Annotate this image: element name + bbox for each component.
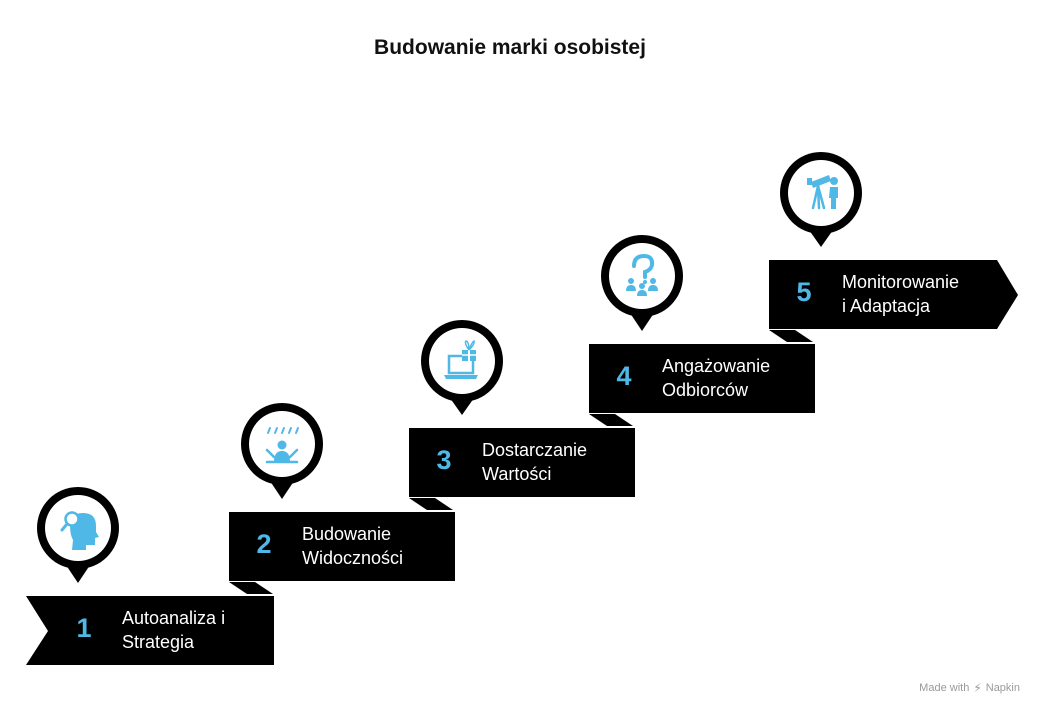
step-label-1: Autoanaliza i Strategia [122, 608, 226, 652]
napkin-logo-icon: ⚡ [973, 681, 982, 695]
step-connectors [229, 330, 813, 594]
step-number-5: 5 [796, 277, 812, 307]
laptop-gift-icon [444, 339, 478, 379]
pin-4 [601, 235, 683, 331]
step-number-2: 2 [256, 529, 272, 559]
brand-name: Napkin [985, 682, 1020, 694]
step-box-4 [589, 344, 815, 413]
telescope-person-icon [807, 175, 838, 210]
pin-3 [421, 320, 503, 415]
step-label-5: Monitorowanie i Adaptacja [842, 272, 960, 316]
audience-question-icon [626, 253, 658, 296]
step-box-3 [409, 428, 635, 497]
step-box-1 [26, 596, 274, 665]
step-number-4: 4 [616, 361, 632, 391]
watermark: Made with ⚡ Napkin [919, 681, 1020, 695]
step-label-2: Budowanie Widoczności [302, 524, 404, 568]
made-with-text: Made with [919, 682, 970, 694]
step-number-1: 1 [76, 613, 92, 643]
head-magnifier-icon [60, 511, 99, 550]
step-label-3: Dostarczanie Wartości [482, 440, 588, 484]
step-number-3: 3 [436, 445, 452, 475]
spotlight-person-icon [265, 427, 299, 464]
step-label-4: Angażowanie Odbiorców [662, 356, 771, 400]
step-box-2 [229, 512, 455, 581]
step-box-5 [769, 260, 1018, 329]
diagram-title: Budowanie marki osobistej [374, 36, 646, 59]
